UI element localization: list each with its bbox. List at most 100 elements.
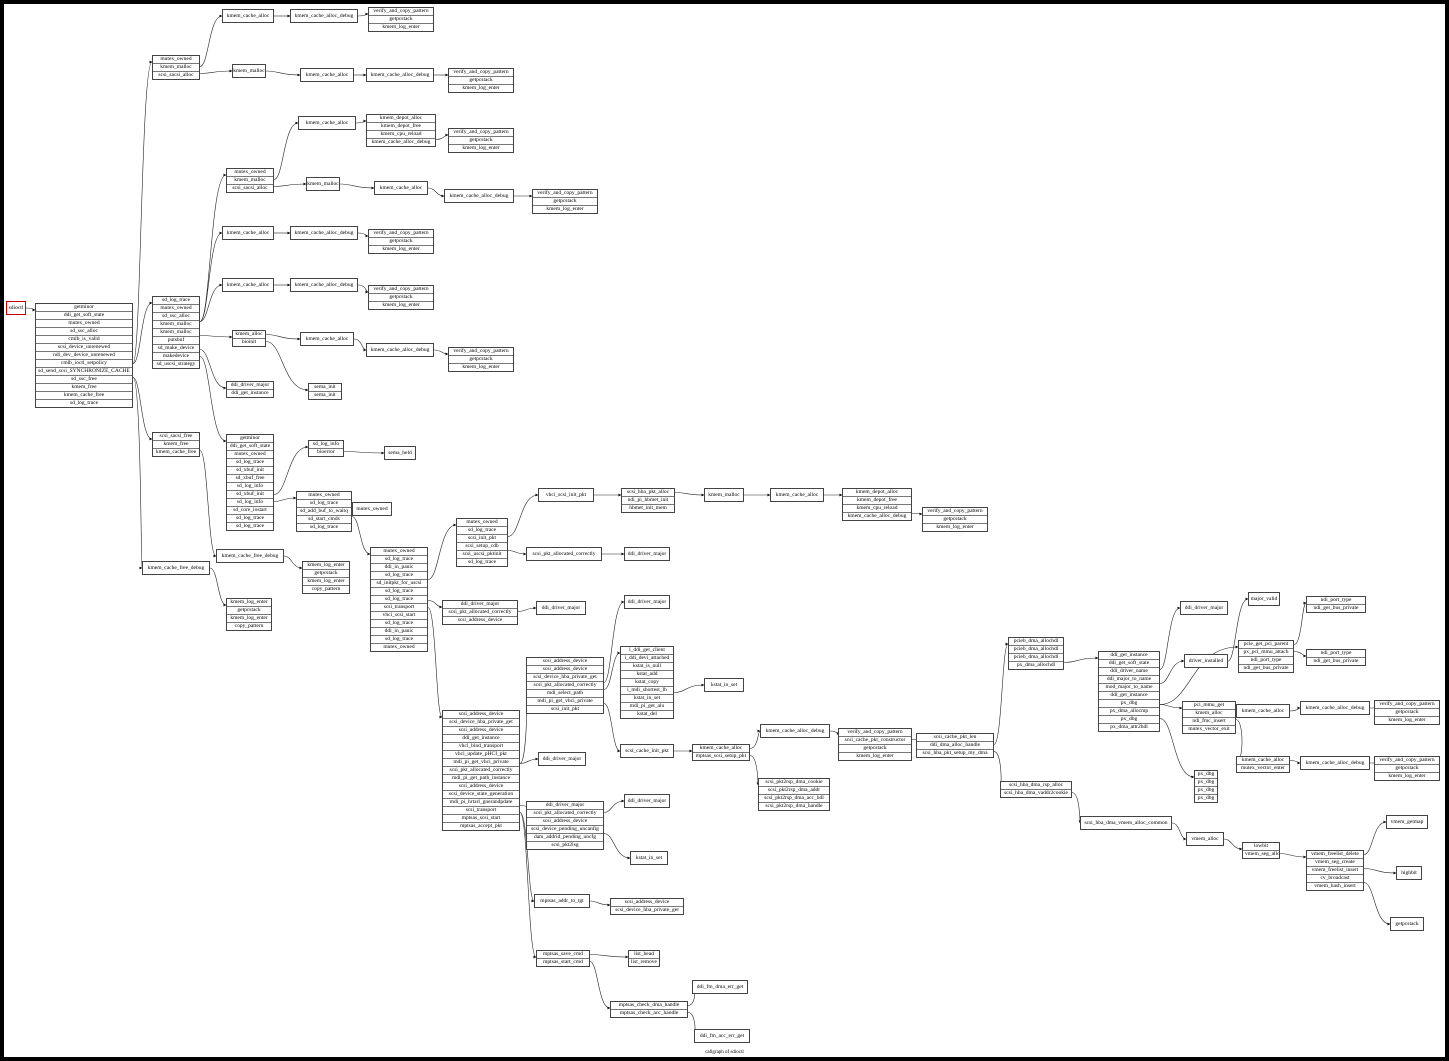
node-row: sd_send_scsi_SYNCHRONIZE_CACHE (36, 368, 132, 376)
node-row: getpcstack (1375, 709, 1439, 717)
node-row: sd_uscsi_strategy (156, 361, 196, 367)
node-row: vmem_freelist_delete (1307, 851, 1363, 859)
node-row: ndi_pi_hbmet_init (622, 497, 674, 505)
node-label: highbit (1401, 869, 1417, 876)
call-edge (1293, 651, 1307, 658)
node-row: vmem_hash_insert (1314, 883, 1356, 889)
call-edges (25, 12, 1397, 1038)
node-row: kmem_log_enter (546, 206, 584, 212)
node-row: kmem_log_enter (227, 615, 271, 623)
node-row: ddi_dma_alloc_handle (917, 742, 993, 750)
node-row: verify_and_copy_pattern (1375, 757, 1439, 765)
call-edge (355, 119, 367, 124)
node-row: sd_log_trace (371, 572, 427, 580)
call-edge (1071, 792, 1082, 824)
call-edge (132, 377, 153, 441)
call-edge (1363, 820, 1387, 855)
call-edge (351, 516, 371, 556)
node-row: verify_and_copy_pattern (369, 8, 433, 16)
node-row: px_pci_mmu_attach (1239, 649, 1293, 657)
node-row: ddi_get_instance (1099, 652, 1159, 660)
node-row: kstat_del (637, 711, 657, 717)
node-label: sema_held (388, 449, 412, 456)
node-row: ndi_get_bus_private (1243, 665, 1289, 671)
node-row: kstat_copy (621, 679, 673, 687)
node-vmem-common: scsi_hba_dma_vmem_alloc_common (1080, 816, 1172, 830)
node-row: sd_log_trace (227, 459, 273, 467)
call-edge (749, 755, 760, 786)
node-kca-a: kmem_cache_alloc (300, 68, 354, 82)
node-row: getpcstack (369, 16, 433, 24)
node-kcfd-2: kmem_cache_free_debug (142, 561, 210, 575)
node-row: verify_and_copy_pattern (1375, 701, 1439, 709)
call-edge (265, 334, 301, 341)
node-row: mptsas_scsi_setup_pkt (695, 753, 747, 759)
node-label: kmem_cache_alloc (226, 229, 270, 236)
call-edge (273, 121, 299, 180)
call-edge (1063, 656, 1099, 663)
call-edge (132, 60, 153, 364)
node-row: kmem_depot_free (843, 497, 911, 505)
node-label: kmem_cache_alloc (305, 119, 349, 126)
node-row: scsi_device_pending_uncanfig (527, 826, 603, 834)
node-row: pcieb_dma_allochdl (1009, 654, 1063, 662)
node-row: cv_broadcast (1307, 875, 1363, 883)
node-kstat-set2: kstat_in_set (630, 851, 668, 865)
node-row: vhci_update_pHCI_pkt (443, 751, 519, 759)
node-row: mutex_owned (371, 548, 427, 556)
node-row: px_dbg (1099, 700, 1159, 708)
node-row: mptsas_scsi_start (443, 815, 519, 823)
call-edge (603, 600, 625, 683)
node-label: kmem_cache_alloc_debug (1305, 704, 1365, 711)
node-row: ddi_driver_name (1099, 668, 1159, 676)
node-label: kmem_cache_alloc (305, 335, 349, 342)
node-row: scsi_pkt_allocated_correctly (443, 609, 517, 617)
node-row: scsi_pkt2rsp_dma_acc_hdl (759, 795, 829, 803)
node-row: px_dbg (1195, 787, 1217, 795)
node-ddi-major4: ddi_driver_major (624, 595, 670, 609)
node-row: kmem_log_enter (382, 302, 420, 308)
node-row: scsi_transport (371, 604, 427, 612)
call-edge (199, 173, 227, 322)
node-label: ddi_driver_major (627, 797, 667, 804)
node-row: verify_and_copy_pattern (369, 230, 433, 238)
node-ddi-major3: ddi_driver_major (536, 601, 586, 615)
node-row: kmem_log_enter (856, 753, 894, 759)
call-edge (433, 349, 449, 356)
node-row: ddi_in_panic (371, 628, 427, 636)
node-row: kmem_log_enter (303, 562, 349, 570)
call-edge (209, 567, 227, 607)
node-label: kmem_cache_alloc (305, 71, 349, 78)
node-row: sd_log_trace (227, 515, 273, 523)
node-row: ddi_driver_major (443, 601, 517, 609)
node-row: ddi_get_instance (231, 390, 269, 396)
call-edge (343, 451, 385, 455)
node-row: kmem_cache_alloc (693, 745, 749, 753)
node-kcad-i: kmem_cache_alloc_debug (1300, 701, 1370, 715)
call-edge (1363, 868, 1397, 875)
node-row: verify_and_copy_pattern (923, 508, 987, 516)
call-edge (199, 450, 217, 558)
node-row: kmem_log_enter (227, 599, 271, 607)
node-row: getminor (227, 435, 273, 443)
call-edge (1159, 718, 1195, 779)
node-row: kmem_log_enter (382, 246, 420, 252)
node-row: scsi_address_device (611, 899, 683, 907)
node-row: getpcstack (369, 238, 433, 246)
